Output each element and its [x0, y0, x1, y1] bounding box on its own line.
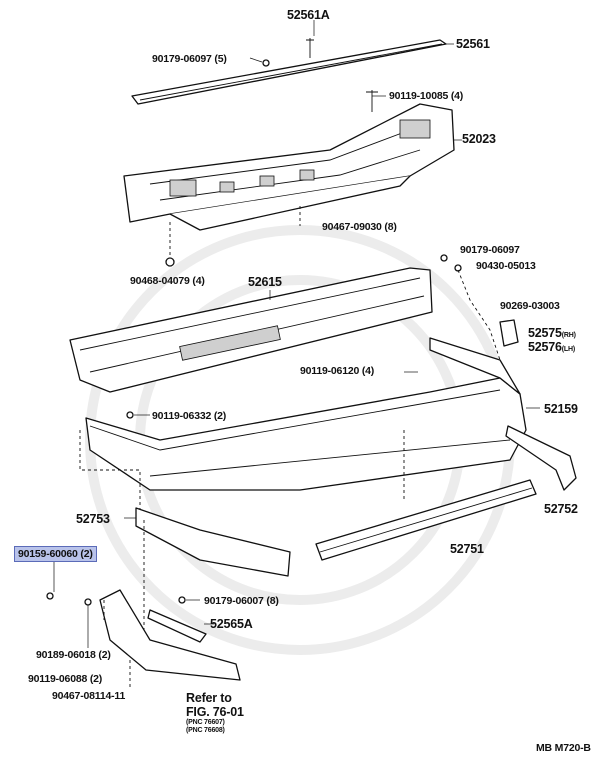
label-52561a: 52561A	[287, 8, 330, 22]
refer-note-line4: (PNC 76608)	[186, 727, 225, 734]
clip-90179-06007	[178, 596, 186, 604]
spoiler-strip	[147, 609, 207, 643]
footer-code: MB M720-B	[536, 742, 591, 754]
reinforcement-52023	[123, 103, 455, 231]
screw-90159	[46, 592, 54, 600]
label-90119-06332: 90119-06332 (2)	[152, 410, 227, 422]
label-52159: 52159	[544, 402, 578, 416]
label-90179-06007: 90179-06007 (8)	[204, 595, 279, 607]
label-90179-06097-5: 90179-06097 (5)	[152, 53, 227, 65]
leader-90179-06097-5	[249, 57, 263, 63]
leader-right-bracket	[457, 269, 501, 361]
lower-moulding-52753	[135, 507, 291, 577]
clip-52561a	[306, 38, 314, 58]
label-52615: 52615	[248, 275, 282, 289]
bracket-52575	[499, 319, 519, 347]
dash-spoiler	[103, 600, 131, 690]
label-90179-06097: 90179-06097	[460, 244, 520, 256]
refer-note-line3: (PNC 76607)	[186, 719, 225, 726]
refer-note-line2: FIG. 76-01	[186, 705, 244, 719]
label-90467-08114-11: 90467-08114-11	[52, 690, 126, 702]
clip-90189	[84, 598, 92, 606]
nut-90468	[165, 257, 175, 267]
refer-note[interactable]: Refer to FIG. 76-01 (PNC 76607) (PNC 766…	[186, 691, 244, 735]
label-52576-suffix: (LH)	[561, 346, 575, 353]
bolt-90119-06332	[126, 411, 134, 419]
clip-90179-06097	[440, 254, 448, 262]
label-90269-03003: 90269-03003	[500, 300, 560, 312]
label-90189-06018: 90189-06018 (2)	[36, 649, 111, 661]
label-52565a: 52565A	[210, 617, 253, 631]
label-52576: 52576(LH)	[528, 340, 575, 354]
side-moulding-52752	[505, 425, 577, 491]
label-90119-06088: 90119-06088 (2)	[28, 673, 103, 685]
label-90468-04079: 90468-04079 (4)	[130, 275, 205, 287]
label-90119-10085: 90119-10085 (4)	[389, 90, 464, 102]
label-52752: 52752	[544, 502, 578, 516]
label-90159-60060: 90159-60060 (2)	[14, 546, 97, 562]
label-52751: 52751	[450, 542, 484, 556]
label-52023: 52023	[462, 132, 496, 146]
clip-90179	[262, 59, 270, 67]
label-52575-suffix: (RH)	[561, 332, 576, 339]
dash-bumper-left	[79, 430, 141, 510]
label-90119-06120: 90119-06120 (4)	[300, 365, 375, 377]
absorber-52615	[69, 267, 433, 393]
bolt-90119-10085	[366, 90, 378, 112]
center-moulding-inner	[319, 487, 533, 553]
label-52575: 52575(RH)	[528, 326, 576, 340]
label-52753: 52753	[76, 512, 110, 526]
refer-note-line1: Refer to	[186, 691, 232, 705]
label-90467-09030: 90467-09030 (8)	[322, 221, 397, 233]
label-90430-05013: 90430-05013	[476, 260, 536, 272]
label-52561: 52561	[456, 37, 490, 51]
spoiler-52565a	[99, 589, 241, 681]
bumper-cover-52159	[85, 337, 527, 491]
